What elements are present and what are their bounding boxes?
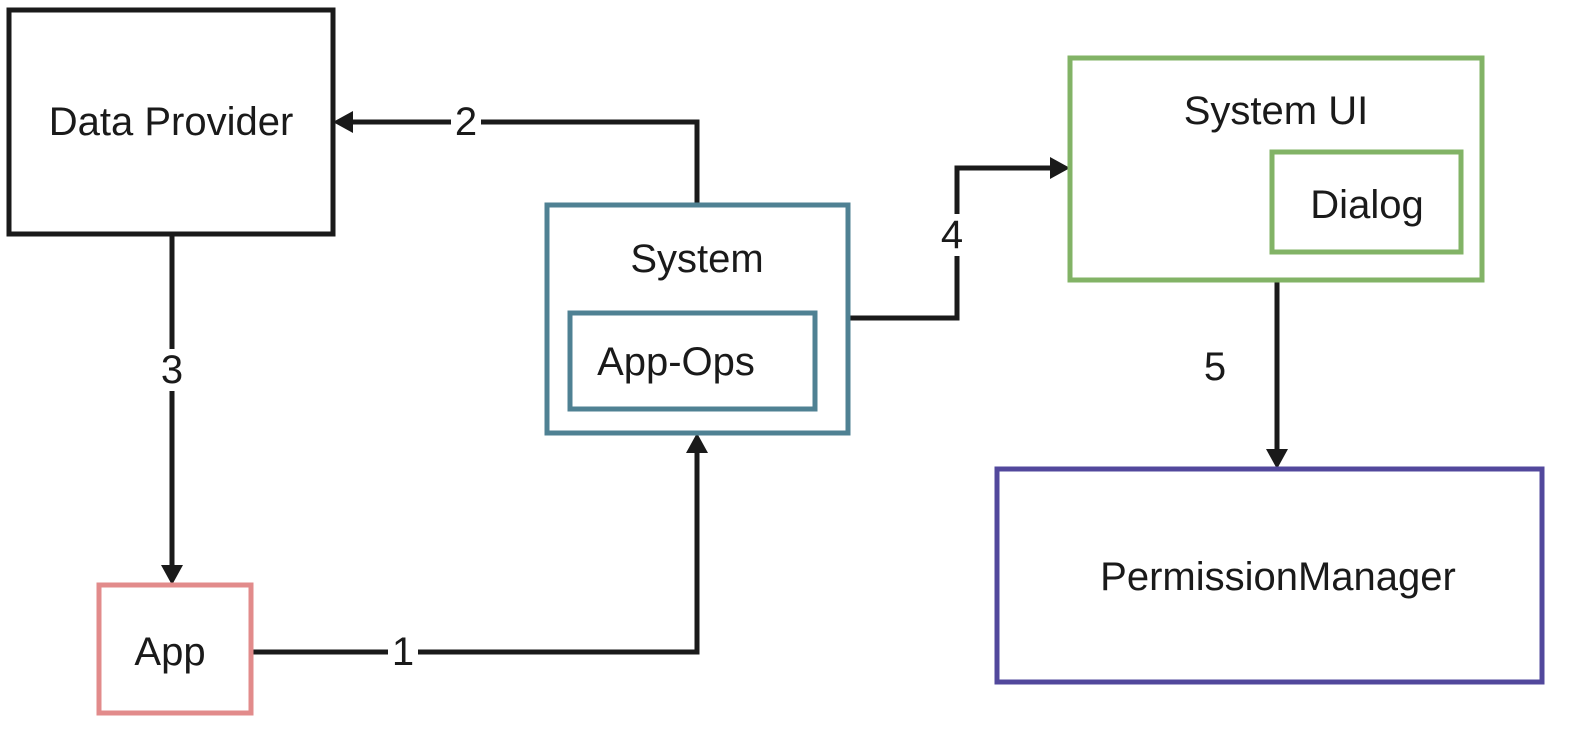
edge-label-group-3: 3 — [157, 348, 187, 392]
edge-2 — [333, 111, 700, 205]
edge-label-4: 4 — [941, 213, 963, 257]
edge-label-knockout — [157, 349, 187, 391]
node-label-app: App — [134, 630, 205, 674]
node-app[interactable]: App — [96, 582, 254, 716]
node-label-system-ui: System UI — [1184, 89, 1368, 133]
node-box-dialog[interactable] — [1269, 149, 1464, 255]
edge-label-1: 1 — [392, 630, 414, 674]
edge-label-group-4: 4 — [937, 213, 967, 257]
arrowhead-down — [161, 565, 183, 585]
edge-label-3: 3 — [161, 348, 183, 392]
edge-label-knockout — [937, 214, 967, 256]
edge-label-knockout — [1200, 346, 1230, 388]
edge-labels-layer: 1 2 3 4 5 — [157, 100, 1230, 674]
node-label-data-provider: Data Provider — [49, 100, 294, 144]
edge-label-group-5: 5 — [1200, 345, 1230, 389]
node-label-dialog: Dialog — [1310, 183, 1423, 227]
edge-5 — [1266, 280, 1288, 469]
node-permission-manager[interactable]: PermissionManager — [994, 466, 1545, 685]
edge-label-5: 5 — [1204, 345, 1226, 389]
node-dialog[interactable]: Dialog — [1269, 149, 1464, 255]
node-label-system: System — [630, 237, 763, 281]
arrowhead-up — [686, 433, 708, 453]
node-box-data-provider[interactable] — [6, 7, 336, 237]
node-box-permission-manager[interactable] — [994, 466, 1545, 685]
node-box-app[interactable] — [96, 582, 254, 716]
node-app-ops[interactable]: App-Ops — [567, 310, 818, 412]
node-data-provider[interactable]: Data Provider — [6, 7, 336, 237]
edge-line — [346, 119, 700, 205]
node-label-permission-manager: PermissionManager — [1100, 555, 1456, 599]
edge-label-group-2: 2 — [451, 100, 481, 144]
node-box-app-ops[interactable] — [567, 310, 818, 412]
arrowhead-left — [333, 111, 353, 133]
edge-label-2: 2 — [455, 100, 477, 144]
edge-label-group-1: 1 — [388, 630, 418, 674]
edge-label-knockout — [388, 631, 418, 673]
arrowhead-right — [1050, 157, 1070, 179]
edge-line — [251, 444, 700, 655]
edge-label-knockout — [451, 101, 481, 143]
arrowhead-down — [1266, 449, 1288, 469]
edge-1 — [251, 433, 708, 655]
edge-3 — [161, 234, 183, 585]
node-label-app-ops: App-Ops — [597, 340, 755, 384]
